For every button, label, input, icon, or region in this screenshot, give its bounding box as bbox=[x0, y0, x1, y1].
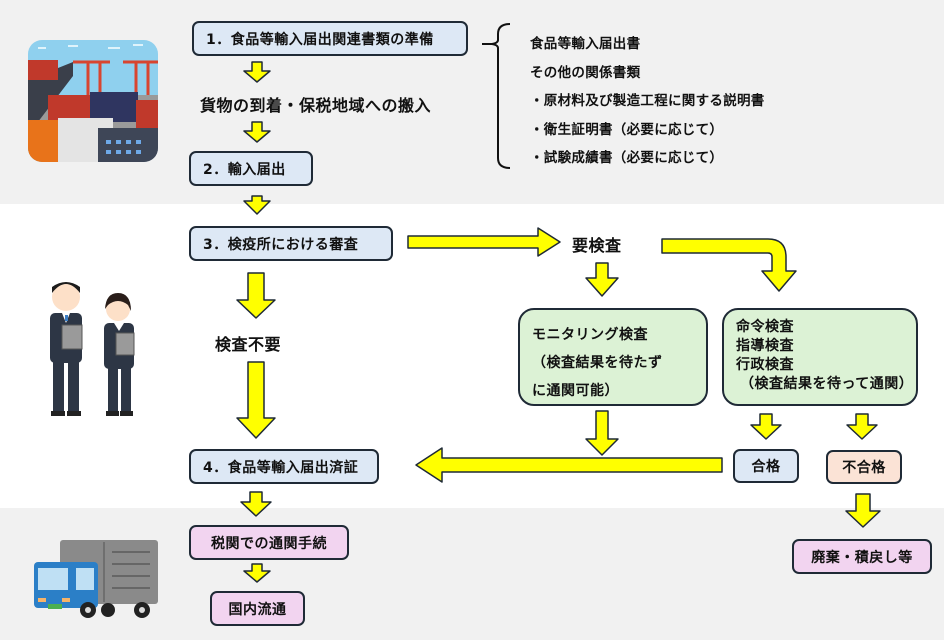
arrow-ordered-to-fail bbox=[846, 413, 878, 440]
step1-document-prep: 1．食品等輸入届出関連書類の準備 bbox=[192, 21, 468, 56]
arrow-step3-to-no-inspection bbox=[236, 272, 276, 319]
step3-label: 3．検疫所における審査 bbox=[203, 236, 359, 253]
arrow-monitoring-down bbox=[585, 410, 619, 456]
arrow-required-to-ordered bbox=[661, 238, 797, 292]
step3-quarantine-review: 3．検疫所における審査 bbox=[189, 226, 393, 261]
customs-label: 税関での通関手続 bbox=[211, 535, 327, 552]
inspection-required-label: 要検査 bbox=[572, 236, 622, 255]
port-containers-illustration bbox=[28, 40, 158, 162]
arrow-arrival-to-step2 bbox=[243, 121, 271, 143]
step1-label: 1．食品等輸入届出関連書類の準備 bbox=[206, 31, 434, 48]
document-item: 食品等輸入届出書 bbox=[530, 36, 641, 52]
arrow-step1-to-arrival bbox=[243, 61, 271, 83]
ordered-inspection-box: 命令検査 指導検査 行政検査 （検査結果を待って通関） bbox=[722, 308, 918, 406]
arrow-customs-to-distribution bbox=[243, 563, 271, 583]
disposal-box: 廃棄・積戻し等 bbox=[792, 539, 932, 574]
step2-import-notification: 2．輸入届出 bbox=[189, 151, 313, 186]
ordered-inspection: 命令検査 bbox=[736, 319, 794, 335]
document-brace bbox=[482, 23, 511, 169]
step2-label: 2．輸入届出 bbox=[203, 161, 286, 178]
document-item: ・衛生証明書（必要に応じて） bbox=[530, 122, 724, 138]
customs-procedure-box: 税関での通関手続 bbox=[189, 525, 349, 560]
arrow-step2-to-step3 bbox=[243, 195, 271, 215]
monitoring-note-line2: に通関可能） bbox=[532, 383, 619, 399]
domestic-distribution-box: 国内流通 bbox=[210, 591, 305, 626]
step4-label: 4．食品等輸入届出済証 bbox=[203, 459, 359, 476]
no-inspection-label: 検査不要 bbox=[215, 335, 282, 354]
step4-notification-certificate: 4．食品等輸入届出済証 bbox=[189, 449, 379, 484]
pass-label: 合格 bbox=[751, 459, 781, 475]
arrow-no-inspection-to-step4 bbox=[236, 361, 276, 439]
fail-label: 不合格 bbox=[842, 460, 886, 476]
truck-illustration bbox=[32, 528, 160, 620]
arrow-fail-to-disposal bbox=[845, 493, 881, 528]
document-item: ・原材料及び製造工程に関する説明書 bbox=[530, 93, 765, 109]
arrow-required-to-monitoring bbox=[585, 262, 619, 297]
fail-result: 不合格 bbox=[826, 450, 902, 484]
arrow-step3-to-inspection-required bbox=[407, 227, 561, 257]
monitoring-inspection-box: モニタリング検査 （検査結果を待たず に通関可能） bbox=[518, 308, 708, 406]
pass-result: 合格 bbox=[733, 449, 799, 483]
arrival-label: 貨物の到着・保税地域への搬入 bbox=[200, 96, 432, 115]
guidance-inspection: 指導検査 bbox=[736, 338, 794, 354]
monitoring-title: モニタリング検査 bbox=[532, 327, 648, 343]
arrow-to-step4 bbox=[415, 447, 723, 483]
arrow-step4-to-customs bbox=[240, 491, 272, 517]
inspectors-illustration bbox=[38, 275, 148, 420]
ordered-note: （検査結果を待って通関） bbox=[740, 376, 914, 392]
administrative-inspection: 行政検査 bbox=[736, 357, 794, 373]
document-item: その他の関係書類 bbox=[530, 65, 641, 81]
monitoring-note-line1: （検査結果を待たず bbox=[532, 355, 663, 371]
document-item: ・試験成績書（必要に応じて） bbox=[530, 150, 724, 166]
distribution-label: 国内流通 bbox=[228, 601, 287, 618]
disposal-label: 廃棄・積戻し等 bbox=[811, 549, 913, 566]
arrow-ordered-to-pass bbox=[750, 413, 782, 440]
